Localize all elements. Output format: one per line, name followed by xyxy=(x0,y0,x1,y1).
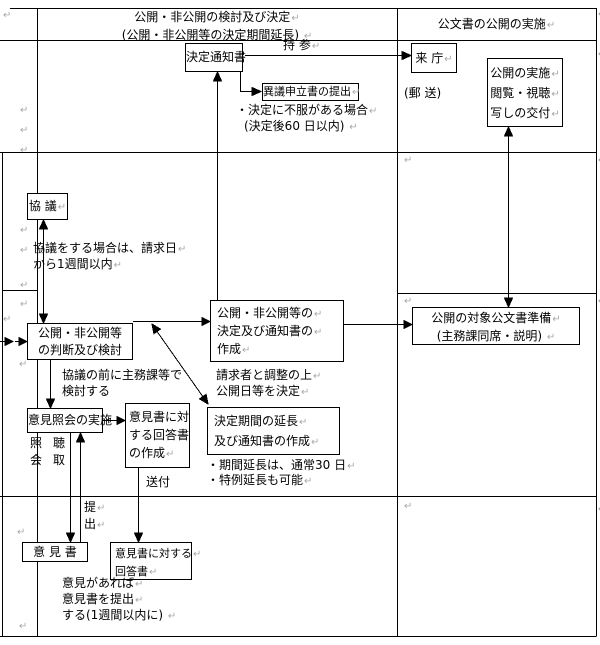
note-opinion-2: 意見書を提出↵ xyxy=(62,592,144,606)
paragraph-mark: ↵ xyxy=(19,359,28,370)
paragraph-mark: ↵ xyxy=(404,155,413,166)
box-objection-filing: 異議申立書の提出↵ xyxy=(262,83,360,101)
paragraph-mark: ↵ xyxy=(20,105,29,116)
arrowhead-diagonal-up xyxy=(151,322,162,335)
arrowhead-sofu-down xyxy=(133,532,144,544)
box-opinion-inquiry: 意見照会の実施 xyxy=(27,408,112,433)
paragraph-mark: ↵ xyxy=(597,297,600,307)
note-examine-before-1: 協議の前に主務課等で xyxy=(62,368,183,382)
paragraph-mark: ↵ xyxy=(20,145,29,156)
box-decision-notice-creation: 公開・非公開等の↵ 決定及び通知書の↵ 作成↵ xyxy=(210,300,344,362)
note-extension-2: ・特例延長も可能↵ xyxy=(207,473,313,487)
arrowhead-ikensho-down xyxy=(65,532,76,544)
box-consultation: 協 議↵ xyxy=(27,193,68,220)
label-by-mail: (郵 送) xyxy=(404,86,442,100)
box-disclosure-implementation: 公開の実施↵ 閲覧・視聴↵ 写しの交付↵ xyxy=(487,58,563,127)
arrowhead-junbi-down xyxy=(503,297,514,309)
arrow-diagonal-encho xyxy=(156,330,204,398)
label-sofu: 送付 xyxy=(146,475,171,489)
arrowhead-raicho xyxy=(401,50,413,61)
paragraph-mark: ↵ xyxy=(3,314,12,325)
header-main-line2: (公開・非公開等の決定期間延長) ↵ xyxy=(121,28,313,42)
arrowhead-junbi-right xyxy=(403,319,414,330)
arrowhead-handan-down xyxy=(38,313,49,325)
paragraph-mark: ↵ xyxy=(20,125,29,136)
box-response-creation: 意見書に対 する回答書 の作成↵ xyxy=(125,403,190,468)
arrowhead-sakusei xyxy=(201,316,212,327)
note-consultation-1: 協議をする場合は、請求日↵ xyxy=(33,241,187,255)
arrowhead-diagonal-down xyxy=(198,393,209,406)
paragraph-mark: ↵ xyxy=(3,10,12,21)
note-coordinate-1: 請求者と調整の上↵ xyxy=(216,368,322,382)
label-shokai-1: 照 xyxy=(30,436,43,450)
paragraph-mark: ↵ xyxy=(597,156,600,166)
paragraph-mark: ↵ xyxy=(17,527,26,538)
paragraph-mark: ↵ xyxy=(19,621,28,632)
box-judgment-examination: 公開・非公開等 の判断及び検討 xyxy=(27,323,133,360)
label-shokai-2: 会 xyxy=(30,453,43,467)
header-main-line1: 公開・非公開の検討及び決定↵ xyxy=(134,10,300,24)
arrowhead-kyogi-up xyxy=(38,218,49,230)
entry-arrowhead-1 xyxy=(4,336,15,347)
paragraph-mark: ↵ xyxy=(404,296,413,307)
arrowhead-shokai-up xyxy=(75,431,86,443)
arrowhead-kaito xyxy=(116,415,127,426)
paragraph-mark: ↵ xyxy=(20,299,29,310)
box-opinion-response: 意見書に対する↵ 回答書↵ xyxy=(110,542,201,580)
label-teishutsu-1: 提↵ xyxy=(84,500,106,514)
paragraph-mark: ↵ xyxy=(20,245,29,256)
entry-arrowhead-2 xyxy=(18,336,29,347)
box-opinion-document: 意 見 書 xyxy=(22,542,88,562)
paragraph-mark: ↵ xyxy=(404,501,413,512)
arrowhead-igi xyxy=(251,86,263,97)
label-choshu-1: 聴 xyxy=(53,436,66,450)
arrowhead-shokai-down xyxy=(45,398,56,410)
box-decision-notice: 決定通知書 xyxy=(185,43,246,72)
header-right: 公文書の公開の実施↵ xyxy=(437,17,556,31)
note-coordinate-2: 公開日等を決定↵ xyxy=(216,384,310,398)
box-visit-office: 来 庁↵ xyxy=(411,43,457,73)
note-dissatisfied-2: (決定後60 日以内) ↵ xyxy=(244,119,358,133)
arrowhead-jisshi-up xyxy=(503,125,514,137)
label-bring-in-person: 持 参↵ xyxy=(283,38,321,52)
box-period-extension: 決定期間の延長↵ 及び通知書の作成↵ xyxy=(207,407,340,455)
note-opinion-3: する(1週間以内に) ↵ xyxy=(62,608,177,622)
note-examine-before-2: 検討する xyxy=(62,384,111,398)
note-dissatisfied-1: ・決定に不服がある場合↵ xyxy=(236,103,378,117)
paragraph-mark: ↵ xyxy=(597,505,600,515)
note-opinion-1: 意見があれば↵ xyxy=(62,576,144,590)
note-extension-1: ・期間延長は、通常30 日↵ xyxy=(207,458,356,472)
paragraph-mark: ↵ xyxy=(597,50,600,60)
paragraph-mark: ↵ xyxy=(597,10,600,20)
label-teishutsu-2: 出↵ xyxy=(84,517,106,531)
label-choshu-2: 取 xyxy=(53,453,66,467)
arrowhead-tsuchisho-up xyxy=(212,70,223,82)
header-main: 公開・非公開の検討及び決定↵ (公開・非公開等の決定期間延長) ↵ xyxy=(37,9,397,45)
note-consultation-2: から1週間以内↵ xyxy=(33,257,123,271)
paragraph-mark: ↵ xyxy=(20,280,29,291)
box-document-preparation: 公開の対象公文書準備↵ (主務課同席・説明) ↵ xyxy=(412,307,580,345)
paragraph-mark: ↵ xyxy=(20,225,29,236)
